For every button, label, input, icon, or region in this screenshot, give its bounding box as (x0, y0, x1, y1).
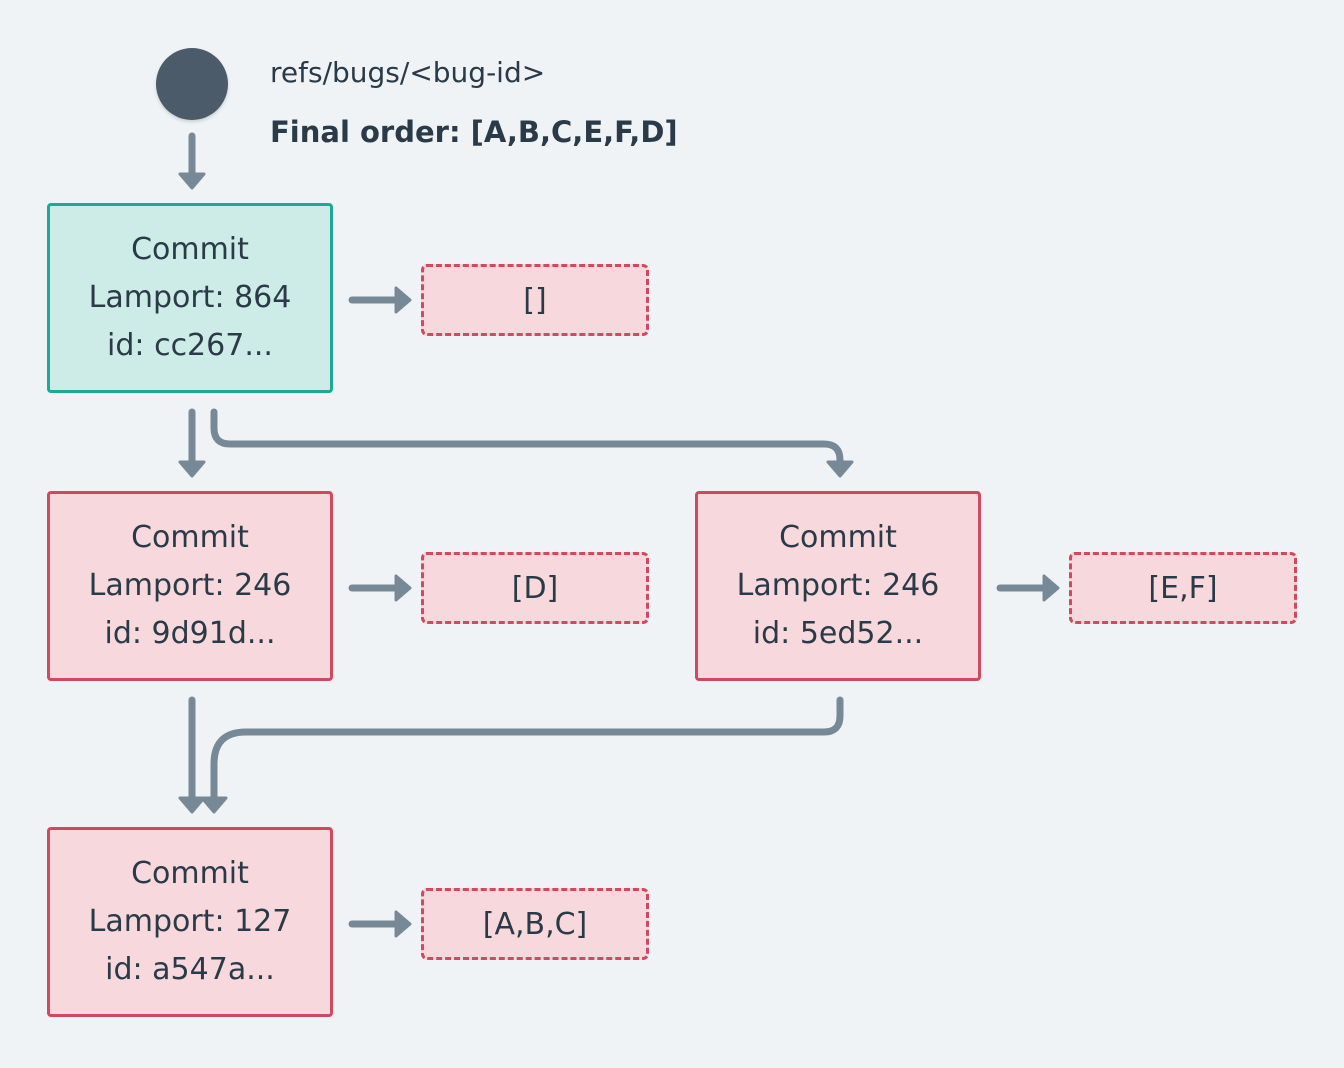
ops-box-9d91d: [D] (421, 552, 649, 624)
arrow-head-to-5ed52 (210, 408, 844, 472)
arrowhead (394, 286, 412, 314)
commit-node-5ed52: Commit Lamport: 246 id: 5ed52... (695, 491, 981, 681)
arrowhead (394, 910, 412, 938)
commit-node-a547a: Commit Lamport: 127 id: a547a... (47, 827, 333, 1017)
final-order-label: Final order: [A,B,C,E,F,D] (270, 115, 678, 149)
commit-title: Commit (131, 856, 249, 891)
commit-id: id: 5ed52... (752, 616, 924, 651)
ref-label: refs/bugs/<bug-id> (270, 56, 546, 89)
ops-box-a547a: [A,B,C] (421, 888, 649, 960)
commit-lamport: Lamport: 864 (88, 280, 292, 315)
commit-id: id: 9d91d... (104, 616, 276, 651)
commit-node-cc267: Commit Lamport: 864 id: cc267... (47, 203, 333, 393)
commit-title: Commit (131, 232, 249, 267)
arrowhead (394, 574, 412, 602)
arrowhead (200, 796, 228, 814)
arrowhead (178, 172, 206, 190)
commit-lamport: Lamport: 246 (736, 568, 940, 603)
commit-node-9d91d: Commit Lamport: 246 id: 9d91d... (47, 491, 333, 681)
ops-box-cc267: [] (421, 264, 649, 336)
commit-id: id: cc267... (107, 328, 273, 363)
commit-id: id: a547a... (105, 952, 275, 987)
arrowhead (1042, 574, 1060, 602)
arrowhead (826, 460, 854, 478)
commit-title: Commit (779, 520, 897, 555)
commit-title: Commit (131, 520, 249, 555)
ops-box-5ed52: [E,F] (1069, 552, 1297, 624)
ref-node-dot (156, 48, 228, 120)
arrowhead (178, 796, 206, 814)
arrowhead (178, 460, 206, 478)
commit-lamport: Lamport: 127 (88, 904, 292, 939)
arrow-5ed52-to-a547a (210, 696, 844, 808)
commit-lamport: Lamport: 246 (88, 568, 292, 603)
